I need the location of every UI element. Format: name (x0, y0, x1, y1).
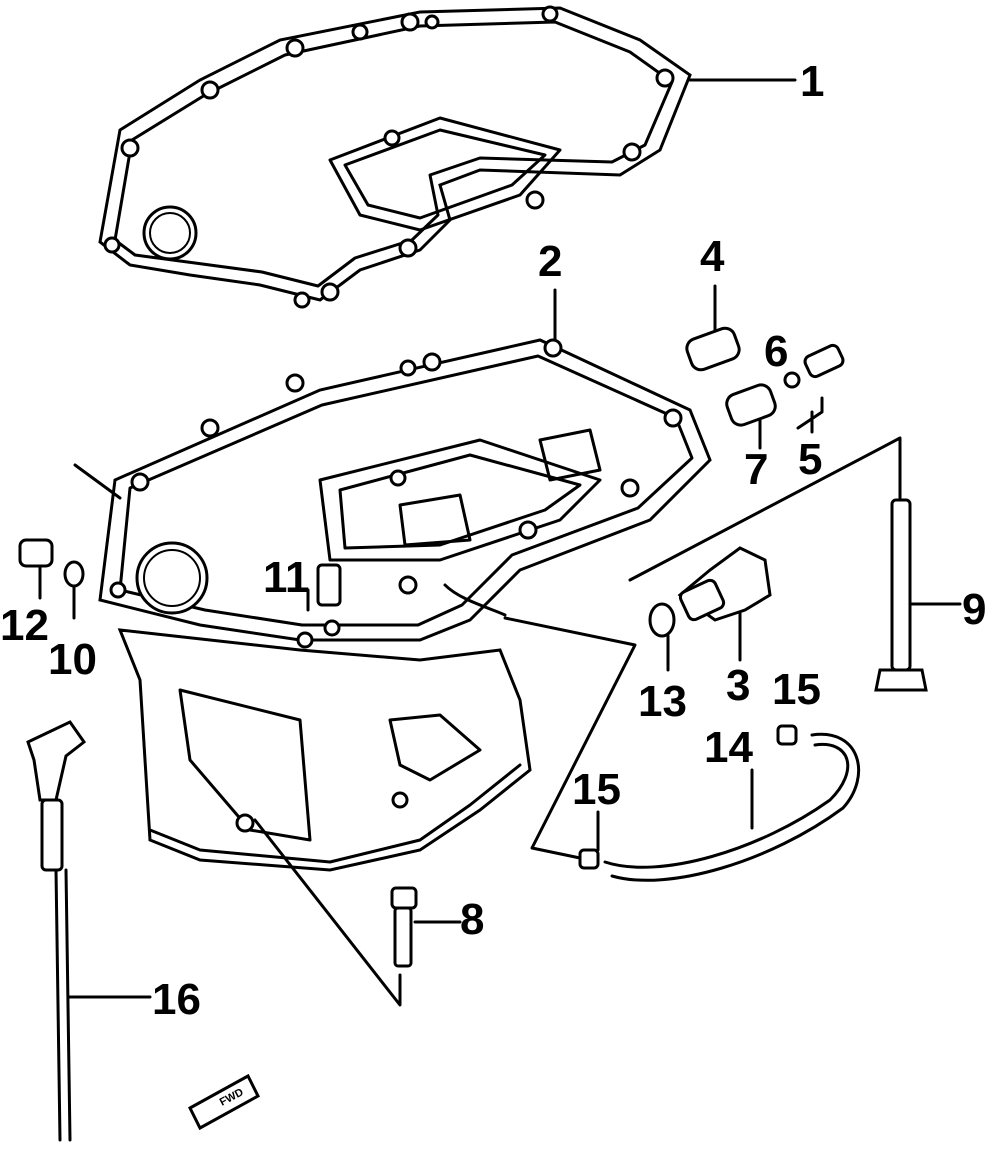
callout-15-lower: 15 (572, 765, 621, 814)
callout-3: 3 (726, 661, 751, 710)
callout-7: 7 (744, 445, 769, 494)
callout-8: 8 (460, 895, 485, 944)
bolt-part (253, 818, 462, 1007)
callout-9: 9 (962, 585, 987, 634)
fitting-part (677, 546, 772, 662)
callout-10: 10 (48, 635, 97, 684)
callout-2: 2 (538, 237, 563, 286)
dipstick-part (26, 720, 152, 1142)
drain-plug-group (18, 538, 85, 620)
callout-13: 13 (638, 677, 687, 726)
callout-11: 11 (263, 553, 310, 602)
o-ring-part (648, 602, 676, 672)
hose-group (443, 583, 861, 882)
callout-15-upper: 15 (772, 665, 821, 714)
callout-14: 14 (704, 723, 753, 772)
callout-6: 6 (764, 327, 789, 376)
plug-part (685, 284, 741, 372)
long-bolt-part (628, 436, 962, 692)
bolt-washer-group (725, 343, 845, 450)
dowel-part (306, 563, 342, 612)
callout-5: 5 (798, 435, 823, 484)
forward-direction-tag: FWD (188, 1073, 260, 1131)
callout-16: 16 (152, 975, 201, 1024)
gasket-part (98, 5, 797, 309)
callout-12: 12 (0, 601, 49, 650)
oil-pan-part (73, 288, 712, 872)
callout-1: 1 (800, 57, 825, 106)
callout-4: 4 (700, 232, 725, 281)
